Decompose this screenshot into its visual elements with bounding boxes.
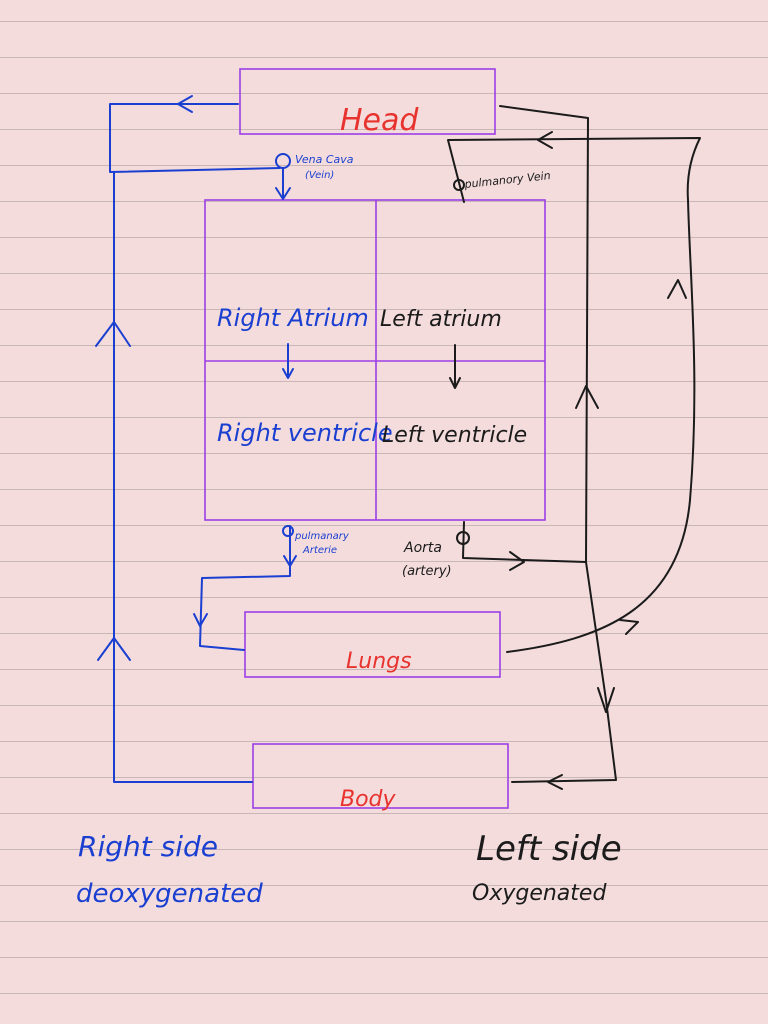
pulmonary-artery-label-1: pulmanary	[294, 531, 350, 542]
vena-cava-note: (Vein)	[305, 170, 334, 181]
left-side-legend-note: Oxygenated	[472, 881, 607, 906]
left-side-legend: Left side	[476, 829, 622, 869]
pulmonary-vein-label: pulmanory Vein	[463, 169, 551, 191]
left-atrium-label: Left atrium	[380, 307, 502, 332]
aorta-label: Aorta	[403, 540, 442, 556]
lungs-box	[244, 611, 501, 678]
vena-cava-label: Vena Cava	[295, 153, 354, 166]
heart-chambers	[204, 199, 546, 521]
right-ventricle-label: Right ventricle	[217, 419, 393, 447]
head-label: Head	[340, 103, 419, 138]
right-side-legend: Right side	[78, 830, 218, 863]
lungs-label: Lungs	[346, 649, 412, 674]
body-label: Body	[340, 787, 397, 812]
deoxygenated-pathway	[95, 95, 297, 783]
oxygenated-pathway	[447, 105, 701, 790]
left-ventricle-label: Left ventricle	[382, 423, 527, 448]
aorta-note: (artery)	[402, 564, 452, 579]
head-box	[239, 68, 496, 135]
right-side-legend-note: deoxygenated	[76, 879, 263, 909]
body-box	[252, 743, 509, 809]
right-atrium-label: Right Atrium	[217, 304, 369, 332]
pulmonary-artery-label-2: Arterie	[302, 545, 337, 556]
